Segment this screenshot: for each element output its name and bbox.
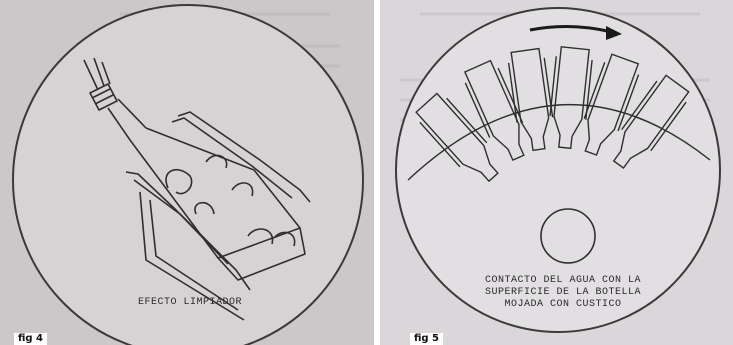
figure-number-label: fig 4 (14, 333, 47, 345)
figure-caption: CONTACTO DEL AGUA CON LA SUPERFICIE DE L… (468, 275, 658, 311)
caption-line-2: SUPERFICIE DE LA BOTELLA (468, 287, 658, 299)
caption-line-3: MOJADA CON CUSTICO (468, 299, 658, 311)
figure-panel-right: CONTACTO DEL AGUA CON LA SUPERFICIE DE L… (380, 0, 733, 345)
figure-number-label: fig 5 (410, 333, 443, 345)
caption-line-1: CONTACTO DEL AGUA CON LA (468, 275, 658, 287)
figure-caption: EFECTO LIMPIADOR (130, 297, 250, 309)
cleaning-effect-figure (0, 0, 374, 345)
figure-panel-left: EFECTO LIMPIADOR fig 4 (0, 0, 374, 345)
